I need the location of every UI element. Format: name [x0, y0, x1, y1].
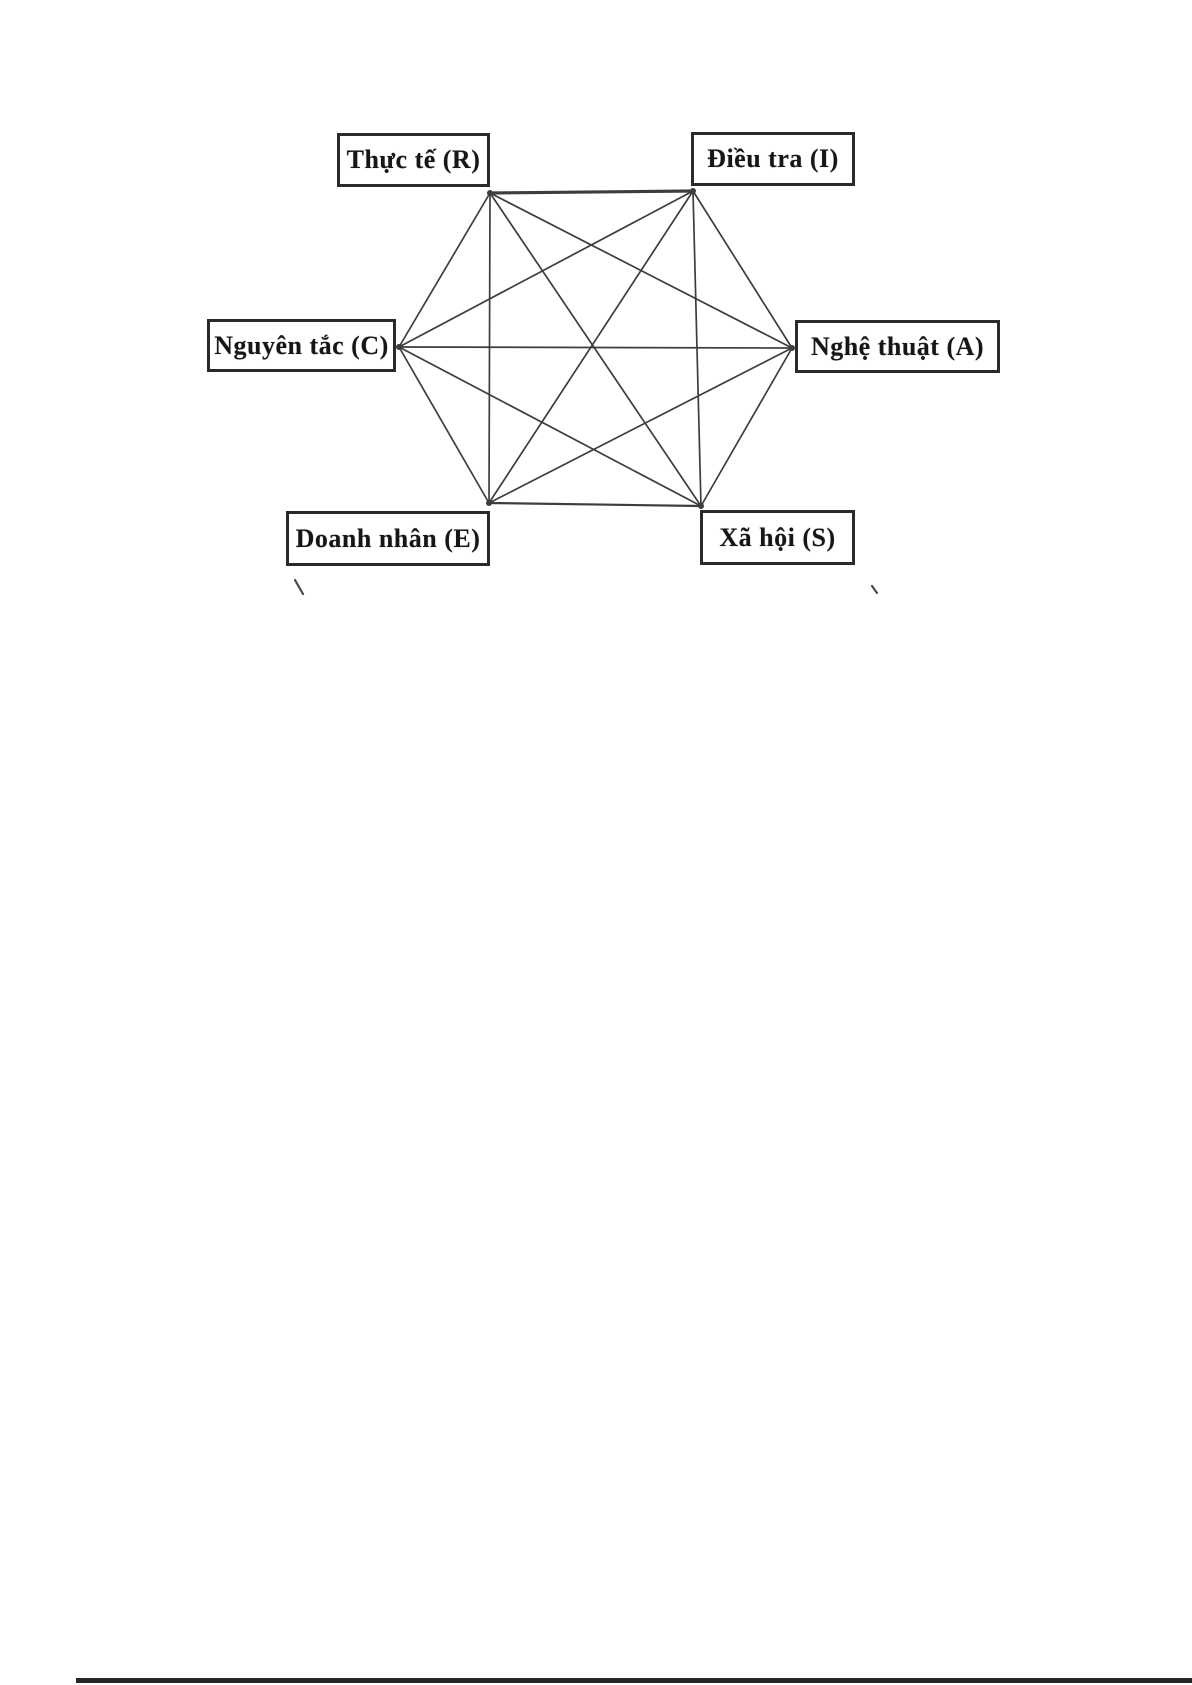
hexagon-edge-lines — [293, 188, 879, 596]
edge-C-E — [398, 346, 490, 504]
scan-artifact-1 — [293, 578, 305, 596]
edge-E-S — [487, 501, 703, 508]
vertex-dot-A — [789, 345, 795, 351]
edge-R-I — [488, 189, 695, 195]
edge-A-E — [488, 347, 793, 504]
edge-C-A — [398, 346, 793, 349]
vertex-dot-E — [486, 500, 492, 506]
scan-artifact-2 — [870, 584, 879, 595]
edge-R-C — [398, 192, 491, 348]
edge-I-A — [692, 190, 793, 349]
vertex-dot-R — [487, 190, 493, 196]
edge-R-S — [489, 192, 702, 507]
vertex-dot-S — [698, 503, 704, 509]
node-artistic: Nghệ thuật (A) — [795, 320, 1000, 373]
node-social: Xã hội (S) — [700, 510, 855, 565]
node-realistic: Thực tế (R) — [337, 133, 490, 187]
edge-C-S — [398, 346, 702, 507]
node-investigative: Điều tra (I) — [691, 132, 855, 186]
node-enterprising: Doanh nhân (E) — [286, 511, 490, 566]
edge-I-C — [398, 190, 694, 348]
node-artistic-label: Nghệ thuật (A) — [810, 331, 985, 361]
node-social-label: Xã hội (S) — [719, 522, 836, 552]
node-conventional-label: Nguyên tắc (C) — [214, 330, 389, 360]
node-conventional: Nguyên tắc (C) — [207, 319, 396, 372]
page-bottom-rule — [76, 1678, 1192, 1683]
vertex-dot-C — [396, 344, 402, 350]
edge-A-S — [700, 347, 793, 507]
node-enterprising-label: Doanh nhân (E) — [295, 523, 481, 553]
vertex-dot-I — [690, 188, 696, 194]
node-realistic-label: Thực tế (R) — [346, 145, 481, 174]
node-investigative-label: Điều tra (I) — [707, 144, 839, 173]
